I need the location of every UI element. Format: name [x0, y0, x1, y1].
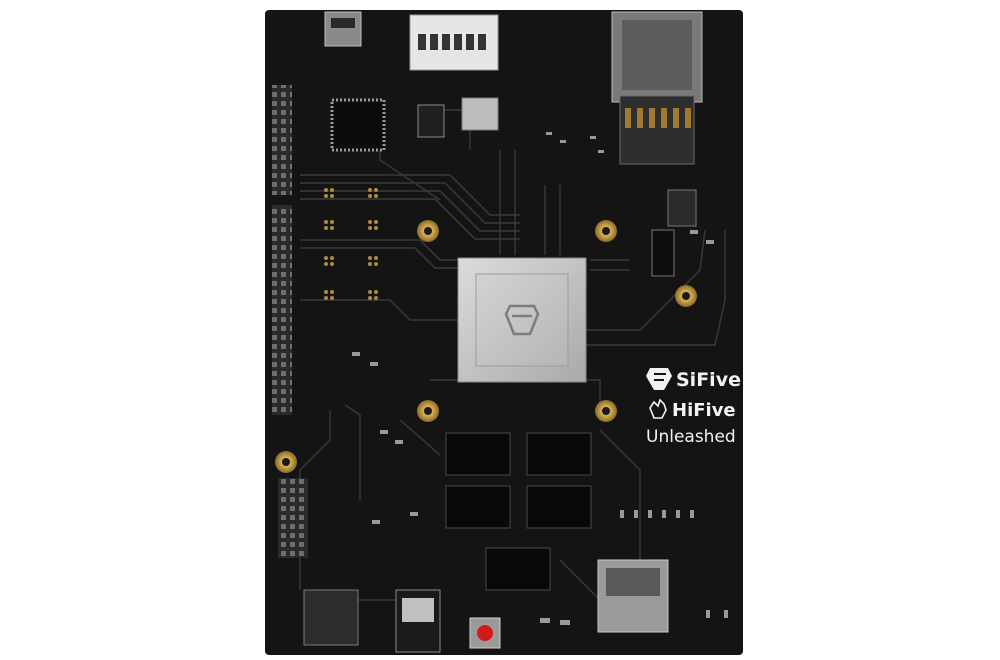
- brand-sifive: SiFive: [676, 369, 741, 391]
- reset-button: [477, 625, 493, 641]
- hifive-hand-icon: [649, 398, 667, 419]
- usb-connector: [324, 11, 362, 47]
- mounting-holes: [275, 220, 697, 473]
- brand-unleashed: Unleashed: [646, 427, 736, 447]
- jtag-connector: [417, 104, 445, 138]
- brand-hifive: HiFive: [672, 400, 736, 421]
- soc-chip: [457, 257, 587, 383]
- ddr-memory-chips: [445, 432, 592, 591]
- inductor: [667, 189, 697, 227]
- left-pin-header-bottom: [272, 205, 292, 415]
- smd-components: [352, 132, 728, 625]
- power-connector: [461, 97, 499, 131]
- power-jack: [303, 589, 359, 646]
- bga-pad-grids: [324, 188, 378, 300]
- left-pin-header-small: [278, 478, 308, 558]
- qfp-chip: [330, 98, 386, 152]
- sifive-logo: [646, 368, 672, 390]
- left-pin-header-top: [272, 85, 292, 195]
